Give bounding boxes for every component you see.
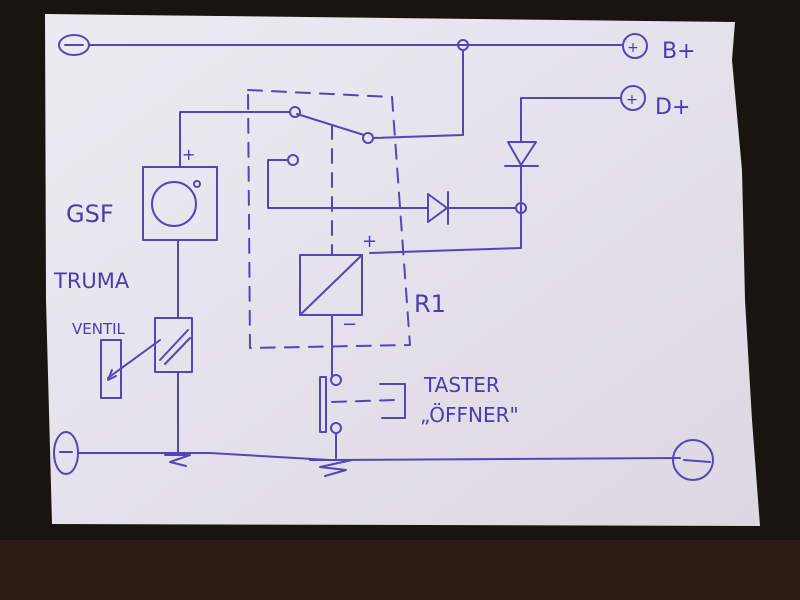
svg-text:+: + <box>626 92 638 108</box>
ground-rail <box>53 431 714 481</box>
label-taster: TASTER <box>423 373 500 397</box>
label-d-plus: D+ <box>655 95 690 120</box>
push-button-nc <box>309 374 406 477</box>
table-surface <box>0 540 800 600</box>
label-ventil: VENTIL <box>72 320 126 338</box>
relay-contact-nc <box>287 154 299 166</box>
label-plus-relay: + <box>362 231 377 252</box>
label-b-plus: B+ <box>662 39 696 64</box>
terminal-right-minus <box>672 439 714 481</box>
diode-vertical <box>507 141 537 166</box>
svg-text:+: + <box>627 40 639 56</box>
diode-horizontal <box>427 193 448 223</box>
relay-coil <box>299 254 363 377</box>
valve <box>100 317 193 467</box>
label-oeffner: „ÖFFNER" <box>420 403 519 427</box>
label-plus-gsf: + <box>182 145 195 164</box>
d-plus-circuit: + <box>267 85 646 254</box>
relay-switch <box>179 49 464 256</box>
label-truma: TRUMA <box>53 269 130 293</box>
gsf-switch <box>142 166 218 319</box>
paper-sheet <box>45 14 760 526</box>
label-gsf: GSF <box>66 200 114 228</box>
terminal-b-plus <box>622 33 648 59</box>
label-minus-relay: − <box>342 314 357 335</box>
label-r1: R1 <box>414 290 446 318</box>
relay-enclosure <box>247 89 411 349</box>
